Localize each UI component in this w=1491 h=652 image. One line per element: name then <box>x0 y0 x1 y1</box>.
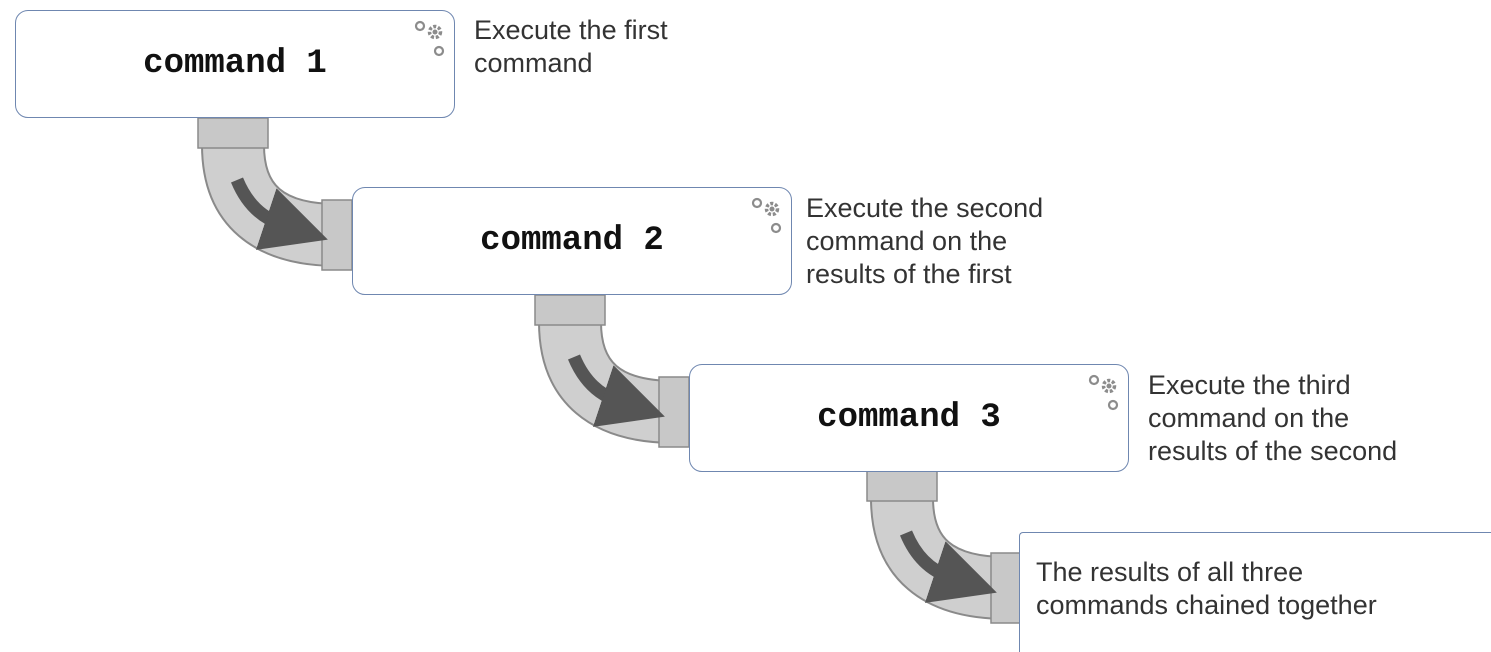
result-box: The results of all three commands chaine… <box>1019 532 1491 652</box>
pipe-elbow-1 <box>197 117 353 271</box>
description-line: Execute the first <box>474 15 668 45</box>
description-line: command on the <box>1148 403 1350 433</box>
description-2: Execute the second command on the result… <box>806 192 1043 291</box>
description-line: command <box>474 48 593 78</box>
command-label: command 3 <box>817 399 1001 437</box>
description-1: Execute the first command <box>474 14 668 80</box>
flow-arrow-2 <box>567 354 665 427</box>
gears-icon <box>751 197 782 234</box>
pipe-elbow-3 <box>866 470 1022 624</box>
command-box-3: command 3 <box>689 364 1129 472</box>
command-label: command 2 <box>480 222 664 260</box>
command-box-1: command 1 <box>15 10 455 118</box>
description-line: results of the first <box>806 259 1012 289</box>
flow-arrow-1 <box>230 177 328 250</box>
description-line: Execute the third <box>1148 370 1351 400</box>
result-line: commands chained together <box>1036 590 1377 620</box>
gears-icon <box>1088 374 1119 411</box>
description-line: Execute the second <box>806 193 1044 223</box>
description-line: results of the second <box>1148 436 1398 466</box>
command-box-2: command 2 <box>352 187 792 295</box>
description-3: Execute the third command on the results… <box>1148 369 1397 468</box>
result-text: The results of all three commands chaine… <box>1036 556 1491 622</box>
description-line: command on the <box>806 226 1008 256</box>
pipe-elbow-2 <box>534 294 690 448</box>
result-line: The results of all three <box>1036 557 1304 587</box>
flow-arrow-3 <box>899 530 997 603</box>
command-label: command 1 <box>143 45 327 83</box>
gears-icon <box>414 20 445 57</box>
